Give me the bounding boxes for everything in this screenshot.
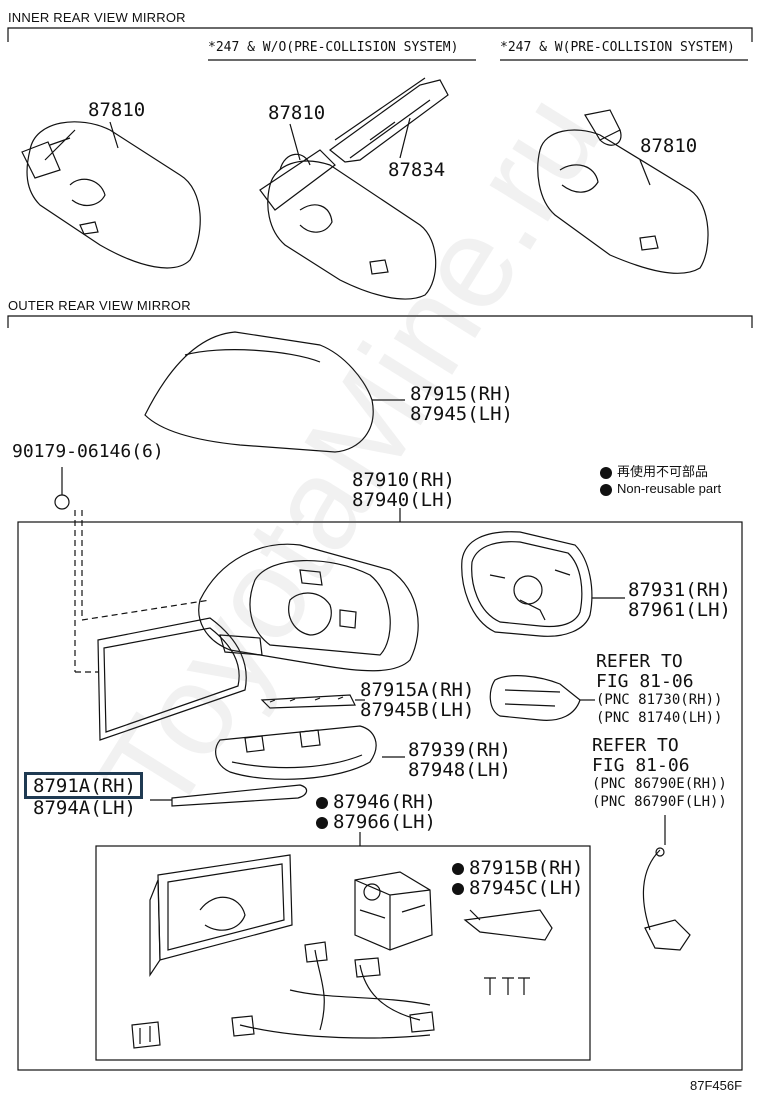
- refer1-line4: (PNC 81740(LH)): [596, 710, 723, 726]
- leader-inner-3: [399, 117, 411, 159]
- refer2-line2[interactable]: FIG 81-06: [592, 755, 690, 776]
- condition-without-pcs: *247 & W/O(PRE-COLLISION SYSTEM): [208, 40, 459, 55]
- part-number-inner-2[interactable]: 87810: [268, 102, 326, 124]
- part-number-housing-rh[interactable]: 87931(RH): [628, 579, 731, 601]
- part-number-cover-b-lh[interactable]: 87945B(LH): [360, 699, 475, 721]
- clip-dashed-line: [74, 510, 83, 672]
- part-number-inner-4[interactable]: 87810: [640, 135, 698, 157]
- refer2-line1[interactable]: REFER TO: [592, 735, 679, 756]
- leader-inner-4: [639, 159, 651, 186]
- motor-subframe: [95, 845, 591, 1061]
- part-number-trim-rh[interactable]: 8791A(RH): [24, 772, 143, 799]
- part-number-cover-b2-rh[interactable]: 87915B(RH): [452, 858, 583, 878]
- refer-part-1: [489, 675, 581, 721]
- section-title-inner: INNER REAR VIEW MIRROR: [8, 10, 186, 25]
- camera-cable: [642, 847, 691, 951]
- condition-with-pcs: *247 & W(PRE-COLLISION SYSTEM): [500, 40, 735, 55]
- part-number-assy-rh[interactable]: 87910(RH): [352, 469, 455, 491]
- screws: [484, 977, 530, 995]
- mirror-glass: [97, 617, 247, 741]
- part-number-trim-lh[interactable]: 8794A(LH): [33, 797, 136, 819]
- part-number-cover-c-lh[interactable]: 87945C(LH): [452, 878, 583, 898]
- clip-icon: [54, 494, 70, 510]
- inner-mirror-3: [537, 109, 709, 274]
- refer1-line2[interactable]: FIG 81-06: [596, 671, 694, 692]
- inner-mirror-2: [259, 149, 437, 300]
- part-number-assy-lh[interactable]: 87940(LH): [352, 489, 455, 511]
- leader-cover-b2: [469, 909, 481, 921]
- refer1-line3: (PNC 81730(RH)): [596, 692, 723, 708]
- outer-section-bracket: [7, 315, 753, 328]
- part-number-housing-lh[interactable]: 87961(LH): [628, 599, 731, 621]
- figure-code: 87F456F: [690, 1078, 743, 1093]
- inner-mirror-1: [21, 121, 201, 269]
- section-title-outer: OUTER REAR VIEW MIRROR: [8, 298, 191, 313]
- pcs-bracket-part: [329, 77, 449, 163]
- motor-rh-text: 87946(RH): [333, 791, 436, 813]
- part-number-motor-rh[interactable]: 87946(RH): [316, 792, 436, 812]
- legend-en-text: Non-reusable part: [617, 481, 722, 496]
- legend-jp: 再使用不可部品: [600, 461, 708, 480]
- cover-a-part: [260, 694, 356, 709]
- cover-b2-rh-text: 87915B(RH): [469, 857, 584, 879]
- motor-lh-text: 87966(LH): [333, 811, 436, 833]
- wiring-harness: [231, 941, 435, 1039]
- part-number-cover-lh[interactable]: 87945(LH): [410, 403, 513, 425]
- legend-dot-en: [600, 483, 612, 496]
- part-number-signal-lh[interactable]: 87948(LH): [408, 759, 511, 781]
- part-number-cover-a-rh[interactable]: 87915A(RH): [360, 679, 475, 701]
- inner-section-bracket: [7, 27, 753, 42]
- part-number-inner-3[interactable]: 87834: [388, 159, 446, 181]
- legend-jp-text: 再使用不可部品: [617, 464, 709, 479]
- cover-c-lh-text: 87945C(LH): [469, 877, 584, 899]
- part-number-motor-lh[interactable]: 87966(LH): [316, 812, 436, 832]
- refer2-line3: (PNC 86790E(RH)): [592, 776, 727, 792]
- legend-dot-jp: [600, 466, 612, 479]
- trim-strip: [171, 784, 308, 807]
- non-reusable-dot: [316, 796, 328, 809]
- part-number-inner-1[interactable]: 87810: [88, 99, 146, 121]
- small-clip: [131, 1021, 161, 1049]
- mirror-housing: [461, 531, 593, 637]
- cover-b2-part: [463, 909, 553, 941]
- mirror-body: [198, 543, 419, 672]
- mirror-motor: [354, 871, 433, 951]
- refer1-line1[interactable]: REFER TO: [596, 651, 683, 672]
- assembly-frame: [17, 521, 743, 1071]
- leader-inner-2: [289, 123, 301, 161]
- leader-inner-1: [109, 121, 119, 149]
- turn-signal: [215, 725, 377, 780]
- heater-plate: [149, 854, 293, 977]
- non-reusable-dot: [452, 882, 464, 895]
- non-reusable-dot: [452, 862, 464, 875]
- legend-en: Non-reusable part: [600, 481, 721, 496]
- part-number-signal-rh[interactable]: 87939(RH): [408, 739, 511, 761]
- refer2-line4: (PNC 86790F(LH)): [592, 794, 727, 810]
- non-reusable-dot: [316, 816, 328, 829]
- part-number-clip[interactable]: 90179-06146(6): [12, 441, 164, 462]
- glass-dashed-line: [75, 599, 211, 673]
- part-number-cover-rh[interactable]: 87915(RH): [410, 383, 513, 405]
